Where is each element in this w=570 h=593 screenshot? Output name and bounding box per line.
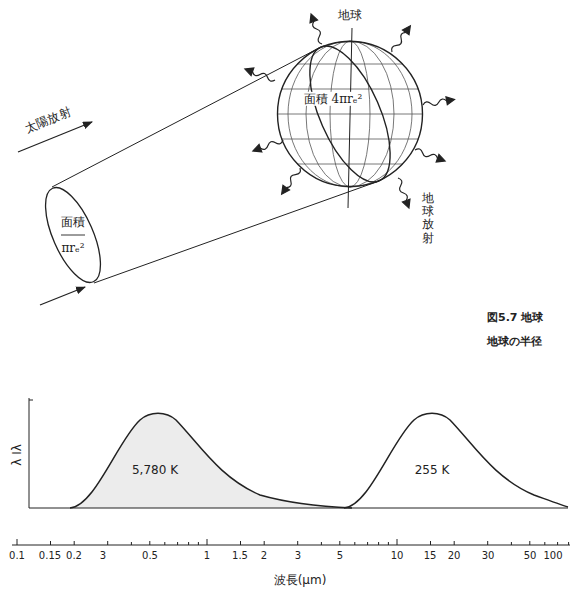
cylinder-edge (52, 47, 321, 187)
x-ticks (17, 539, 569, 545)
tick-label: 0.1 (9, 550, 25, 562)
tick-label: 15 (424, 550, 437, 562)
earth-heading: 地球 (338, 8, 362, 22)
sun-arrow (40, 287, 85, 305)
sun-spectrum-curve (70, 413, 352, 508)
temperature-label: 255 K (415, 463, 450, 477)
area-label: 面積 πrₑ² (52, 209, 94, 261)
area-ellipse-outline (34, 180, 111, 289)
ellipse-outline (44, 183, 102, 287)
tick-label: 5 (337, 550, 343, 562)
y-tick (29, 400, 33, 401)
tick-label: 50 (524, 550, 537, 562)
tick-label: 30 (482, 550, 495, 562)
earth-spectrum-curve (344, 413, 568, 508)
tick-label: 100 (543, 550, 562, 562)
tick-label: 0.2 (66, 550, 82, 562)
circle-outline (277, 41, 423, 187)
temperature-label: 5,780 K (132, 463, 178, 477)
area-label: 面積 4πrₑ² (302, 92, 365, 106)
tick-label: 1 (204, 550, 210, 562)
x-axis-label: 波長(μm) (274, 573, 327, 587)
earth-axis (348, 28, 352, 208)
tick-label: 20 (448, 550, 461, 562)
tick-label: 1.5 (232, 550, 248, 562)
tick-label: 2 (261, 550, 267, 562)
solar-radiation-label: 太陽放射 (23, 104, 73, 135)
earth-radiation-label: 地球放射 (422, 192, 434, 245)
globe-outline (278, 42, 423, 187)
earth-globe: 地球面積 4πrₑ² (277, 41, 423, 187)
tick-label: 3 (100, 550, 106, 562)
area-ellipse: 面積 πrₑ² (44, 183, 102, 287)
sun-spectrum-fill (70, 413, 352, 508)
y-axis (29, 398, 30, 508)
fraction-divider (61, 235, 85, 236)
tick-label: 3 (295, 550, 301, 562)
tick-label: 0.5 (142, 550, 158, 562)
figure-caption: 図5.7 地球 地球の半径 (487, 306, 567, 354)
tick-label: 0.15 (39, 550, 61, 562)
earth-radiation-arrows (244, 13, 456, 210)
baseline (29, 508, 568, 509)
tick-label: 10 (391, 550, 404, 562)
x-axis (12, 545, 570, 546)
cylinder-edge (94, 181, 379, 283)
y-axis-label: λ Iλ (10, 444, 24, 466)
